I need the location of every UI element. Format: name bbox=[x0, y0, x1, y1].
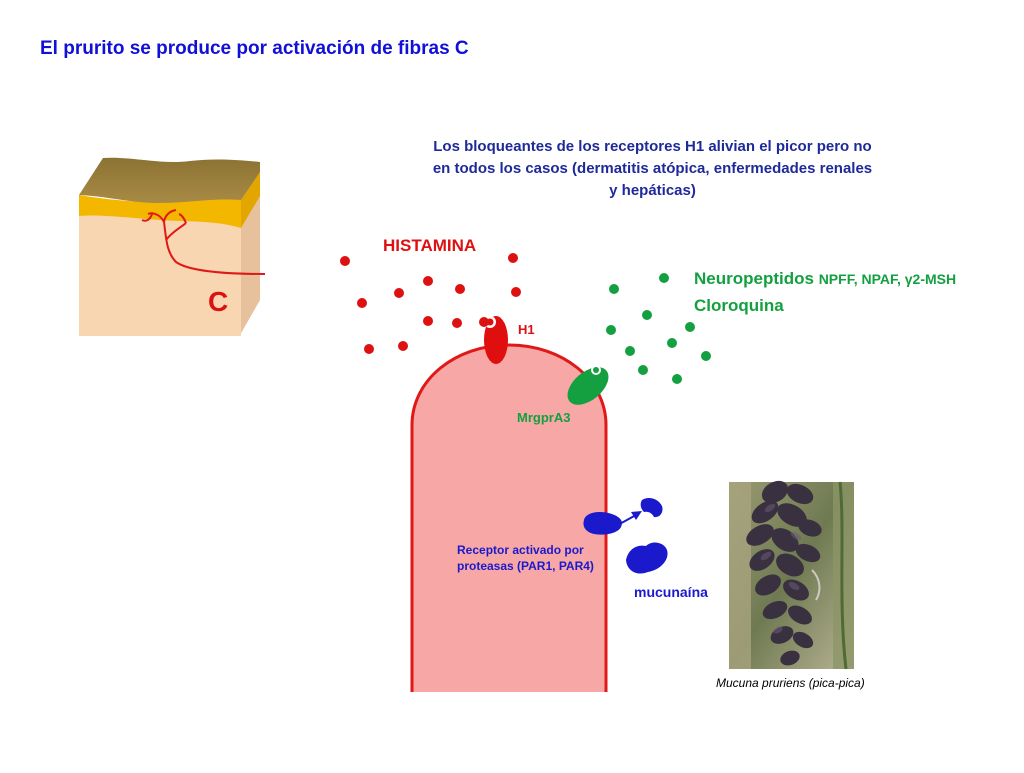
par-receptor-label: Receptor activado por proteasas (PAR1, P… bbox=[457, 543, 594, 573]
histamine-dot bbox=[357, 298, 367, 308]
histamine-label: HISTAMINA bbox=[383, 236, 477, 255]
mrgpra3-receptor-icon bbox=[567, 365, 609, 405]
neuropeptide-dot bbox=[642, 310, 652, 320]
histamine-dot bbox=[511, 287, 521, 297]
histamine-dot bbox=[423, 316, 433, 326]
neuropeptides-title: Neuropeptidos bbox=[694, 269, 814, 288]
skin-epidermis-side bbox=[241, 172, 260, 228]
histamine-dot bbox=[455, 284, 465, 294]
neuropeptide-dot bbox=[667, 338, 677, 348]
neuropeptides-list: NPFF, NPAF, γ2-MSH bbox=[818, 271, 957, 287]
neuropeptide-dot bbox=[606, 325, 616, 335]
fiber-c-label: C bbox=[208, 286, 229, 317]
skin-epidermis-front bbox=[79, 195, 241, 228]
neuropeptide-dot bbox=[609, 284, 619, 294]
histamine-dot bbox=[423, 276, 433, 286]
mrgpra3-receptor-label: MrgprA3 bbox=[517, 410, 571, 425]
histamine-dot bbox=[479, 317, 489, 327]
h1-receptor-label: H1 bbox=[518, 322, 535, 337]
neuropeptides-label: Neuropeptidos NPFF, NPAF, γ2-MSH bbox=[694, 269, 956, 289]
neuropeptide-molecules bbox=[606, 273, 711, 384]
histamine-dot bbox=[398, 341, 408, 351]
neuropeptide-dot bbox=[638, 365, 648, 375]
histamine-molecules bbox=[340, 253, 521, 354]
histamine-dot bbox=[364, 344, 374, 354]
neuropeptide-dot bbox=[625, 346, 635, 356]
chloroquine-label: Cloroquina bbox=[694, 296, 784, 315]
page-title: El prurito se produce por activación de … bbox=[40, 38, 469, 59]
h1-blocker-note: Los bloqueantes de los receptores H1 ali… bbox=[432, 138, 873, 199]
histamine-dot bbox=[340, 256, 350, 266]
par-receptor-body bbox=[583, 512, 622, 535]
neuropeptide-dot bbox=[659, 273, 669, 283]
histamine-dot bbox=[452, 318, 462, 328]
cleavage-arrow-line bbox=[615, 514, 637, 527]
par-cleaved-fragment bbox=[640, 498, 663, 518]
skin-top-surface bbox=[79, 157, 260, 203]
neuropeptide-dot bbox=[672, 374, 682, 384]
skin-front-face bbox=[79, 205, 241, 336]
skin-cross-section-icon bbox=[79, 157, 266, 336]
cleavage-arrow-head bbox=[631, 511, 642, 520]
histamine-dot bbox=[394, 288, 404, 298]
mucuna-photo-icon bbox=[729, 480, 854, 670]
neuropeptide-dot bbox=[685, 322, 695, 332]
par-receptor-icon bbox=[583, 498, 668, 574]
mucunain-enzyme-icon bbox=[626, 542, 668, 574]
photo-caption: Mucuna pruriens (pica-pica) bbox=[716, 676, 865, 690]
nerve-fiber-icon bbox=[141, 209, 266, 275]
mucunain-label: mucunaína bbox=[634, 584, 708, 600]
histamine-dot bbox=[508, 253, 518, 263]
neuropeptide-dot bbox=[701, 351, 711, 361]
